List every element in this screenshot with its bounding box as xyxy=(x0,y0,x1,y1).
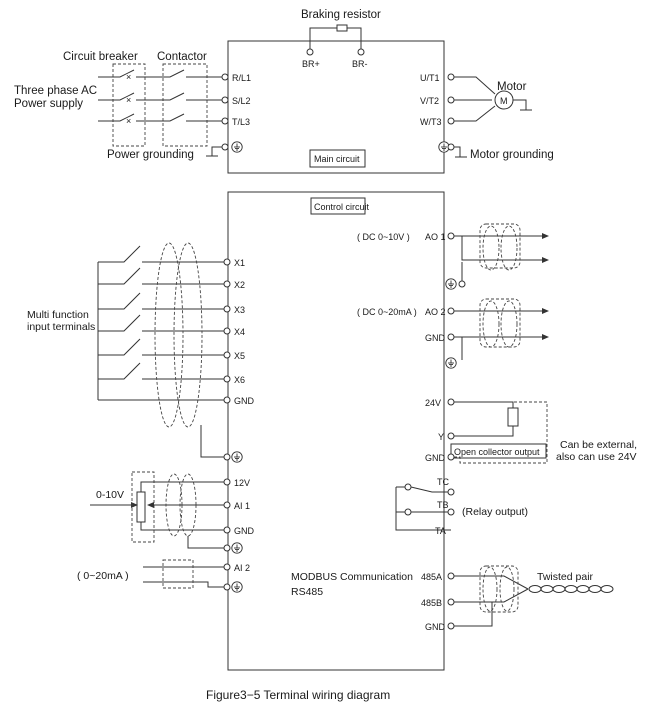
terminal-x4: X4 xyxy=(234,327,245,337)
power-supply-label-1: Three phase AC xyxy=(14,85,97,97)
terminal-x3: X3 xyxy=(234,305,245,315)
pot-range-label: 0-10V xyxy=(96,489,124,501)
twisted-pair-label: Twisted pair xyxy=(537,571,594,583)
terminal-x6: X6 xyxy=(234,375,245,385)
twisted-pair-symbol xyxy=(528,585,614,593)
terminal-t-l3: T/L3 xyxy=(232,117,250,127)
terminal-x2: X2 xyxy=(234,280,245,290)
control-circuit-label: Control circuit xyxy=(314,202,370,212)
rs485-shield xyxy=(479,565,519,613)
phase-lines: × × × xyxy=(98,69,222,126)
terminal-485b: 485B xyxy=(421,598,442,608)
braking-resistor-label: Braking resistor xyxy=(301,9,381,21)
svg-text:×: × xyxy=(126,95,131,105)
control-circuit: Control circuit Multi function input ter… xyxy=(27,191,637,671)
shield-ellipse xyxy=(173,242,203,428)
terminal-s-l2: S/L2 xyxy=(232,96,251,106)
circuit-breaker-label: Circuit breaker xyxy=(63,51,138,63)
terminal-24v: 24V xyxy=(425,398,441,408)
main-circuit-label: Main circuit xyxy=(314,154,360,164)
breaker-dashed-box xyxy=(112,63,146,147)
external-supply-label-2: also can use 24V xyxy=(556,451,637,463)
motor-label: Motor xyxy=(497,81,527,93)
relay-output-label: (Relay output) xyxy=(462,506,528,518)
ao2-shield xyxy=(479,298,521,348)
shield-ellipse xyxy=(165,473,183,537)
motor-symbol-letter: M xyxy=(500,96,508,106)
open-collector-label: Open collector output xyxy=(454,447,540,457)
contactor-label: Contactor xyxy=(157,51,207,63)
terminal-12v: 12V xyxy=(234,478,250,488)
main-circuit: Braking resistor BR+ BR- Circuit breaker… xyxy=(14,9,554,174)
potentiometer-symbol xyxy=(136,491,146,523)
terminal-tc: TC xyxy=(437,477,449,487)
terminal-gnd-ao: GND xyxy=(425,333,446,343)
terminal-y: Y xyxy=(438,432,444,442)
terminal-x1: X1 xyxy=(234,258,245,268)
br-plus-terminal xyxy=(306,48,314,56)
main-circuit-box xyxy=(227,40,445,174)
terminal-485a: 485A xyxy=(421,572,442,582)
terminal-gnd-x: GND xyxy=(234,396,255,406)
pot-dashed-box xyxy=(131,471,155,543)
terminal-gnd-y: GND xyxy=(425,453,446,463)
terminal-v-t2: V/T2 xyxy=(420,96,439,106)
terminal-tb: TB xyxy=(437,500,449,510)
terminal-ao2: AO 2 xyxy=(425,307,446,317)
ao1-shield xyxy=(479,223,521,269)
shield-ellipse xyxy=(179,473,197,537)
terminal-u-t1: U/T1 xyxy=(420,73,440,83)
terminal-gnd-485: GND xyxy=(425,622,446,632)
terminal-ta: TA xyxy=(435,526,446,536)
modbus-label-2: RS485 xyxy=(291,586,323,598)
multi-function-label-2: input terminals xyxy=(27,321,95,333)
power-ground-wire xyxy=(206,146,222,157)
multi-function-label-1: Multi function xyxy=(27,309,89,321)
ai2-range-label: ( 0~20mA ) xyxy=(77,570,129,582)
digital-input-switches xyxy=(98,245,224,401)
contactor-dashed-box xyxy=(162,63,208,147)
control-circuit-box xyxy=(227,191,445,671)
svg-text:×: × xyxy=(126,116,131,126)
ground-icon xyxy=(445,278,457,290)
braking-resistor-symbol xyxy=(336,24,348,32)
modbus-label-1: MODBUS Communication xyxy=(291,571,413,583)
figure-caption: Figure3−5 Terminal wiring diagram xyxy=(206,688,390,702)
terminal-ai2: AI 2 xyxy=(234,563,250,573)
ao1-range-label: ( DC 0~10V ) xyxy=(357,232,410,242)
ai2-dashed-box xyxy=(162,559,194,589)
input-terminals xyxy=(223,258,231,461)
ground-icon xyxy=(231,542,243,554)
ground-icon xyxy=(231,581,243,593)
ao2-range-label: ( DC 0~20mA ) xyxy=(357,307,417,317)
terminal-ai1: AI 1 xyxy=(234,501,250,511)
external-supply-label-1: Can be external, xyxy=(560,439,637,451)
ground-icon xyxy=(231,141,243,153)
terminal-x5: X5 xyxy=(234,351,245,361)
load-resistor-symbol xyxy=(507,407,519,427)
power-grounding-label: Power grounding xyxy=(107,149,194,161)
power-supply-label-2: Power supply xyxy=(14,98,83,110)
svg-text:×: × xyxy=(126,72,131,82)
terminal-gnd-ai: GND xyxy=(234,526,255,536)
br-minus-terminal xyxy=(357,48,365,56)
shield-ellipse xyxy=(154,242,184,428)
ground-icon xyxy=(445,357,457,369)
br-plus-label: BR+ xyxy=(302,59,320,69)
motor-grounding-label: Motor grounding xyxy=(470,149,554,161)
br-minus-label: BR- xyxy=(352,59,368,69)
ground-icon xyxy=(231,451,243,463)
terminal-w-t3: W/T3 xyxy=(420,117,442,127)
terminal-ao1: AO 1 xyxy=(425,232,446,242)
terminal-r-l1: R/L1 xyxy=(232,73,251,83)
